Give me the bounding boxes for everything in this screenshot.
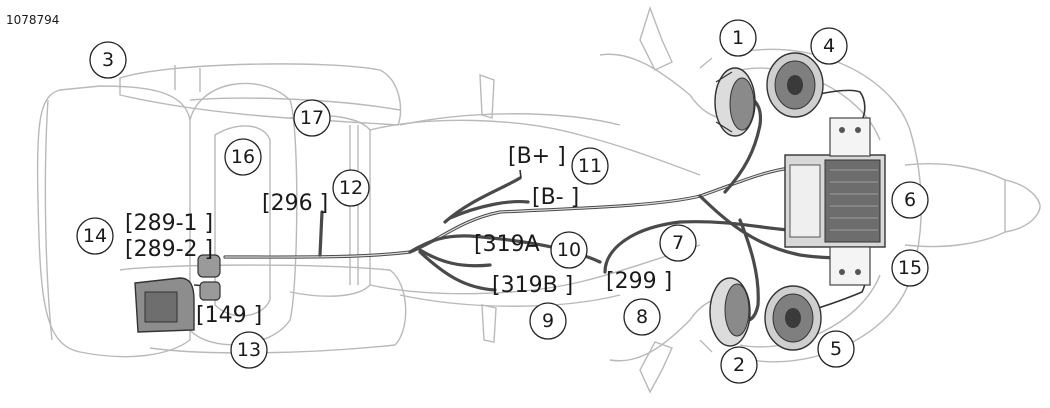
callout-4: 4 — [810, 27, 848, 65]
svg-text:8: 8 — [636, 306, 648, 328]
callout-8: 8 — [623, 298, 661, 336]
callouts: 1 2 3 4 5 6 7 8 9 10 11 12 13 14 15 16 1… — [76, 19, 929, 384]
svg-text:11: 11 — [578, 155, 602, 177]
svg-text:9: 9 — [542, 310, 554, 332]
callout-11: 11 — [571, 147, 609, 185]
svg-text:2: 2 — [733, 354, 745, 376]
callout-13: 13 — [230, 331, 268, 369]
connector-label-296: [296 ] — [262, 191, 328, 216]
amplifier — [784, 117, 886, 286]
speaker-left-rear — [766, 52, 824, 118]
svg-text:15: 15 — [898, 257, 922, 279]
connector-label-319b: [319B ] — [492, 273, 573, 298]
svg-text:13: 13 — [237, 339, 261, 361]
callout-2: 2 — [720, 346, 758, 384]
callout-14: 14 — [76, 217, 114, 255]
svg-text:1: 1 — [732, 27, 744, 49]
connector-label-b-plus: [B+ ] — [508, 144, 566, 169]
svg-text:17: 17 — [300, 107, 324, 129]
svg-text:14: 14 — [83, 225, 107, 247]
figure-id: 1078794 — [6, 13, 59, 27]
speaker-right-rear — [764, 285, 822, 351]
svg-text:16: 16 — [231, 146, 255, 168]
rear-speaker-module — [134, 254, 221, 333]
callout-1: 1 — [719, 19, 757, 57]
callout-9: 9 — [529, 302, 567, 340]
connector-label-149: [149 ] — [196, 303, 262, 328]
callout-6: 6 — [891, 181, 929, 219]
callout-16: 16 — [224, 138, 262, 176]
svg-text:4: 4 — [823, 35, 835, 57]
callout-10: 10 — [550, 231, 588, 269]
connector-label-299: [299 ] — [606, 269, 672, 294]
svg-text:5: 5 — [830, 338, 842, 360]
svg-text:7: 7 — [672, 232, 684, 254]
svg-text:10: 10 — [557, 239, 581, 261]
callout-15: 15 — [891, 249, 929, 287]
svg-text:3: 3 — [102, 49, 114, 71]
callout-7: 7 — [659, 224, 697, 262]
connector-label-b-minus: [B- ] — [532, 185, 579, 210]
svg-text:6: 6 — [904, 189, 916, 211]
connector-label-289-1: [289-1 ] — [125, 211, 213, 236]
speaker-left-front — [714, 67, 756, 137]
callout-3: 3 — [89, 41, 127, 79]
callout-12: 12 — [332, 169, 370, 207]
speaker-right-front — [709, 277, 751, 347]
connector-label-319a: [319A — [474, 232, 540, 257]
connector-labels: [B+ ] [B- ] [296 ] [289-1 ] [289-2 ] [31… — [125, 144, 672, 328]
callout-17: 17 — [293, 99, 331, 137]
connector-label-289-2: [289-2 ] — [125, 237, 213, 262]
callout-5: 5 — [817, 330, 855, 368]
svg-text:12: 12 — [339, 177, 363, 199]
